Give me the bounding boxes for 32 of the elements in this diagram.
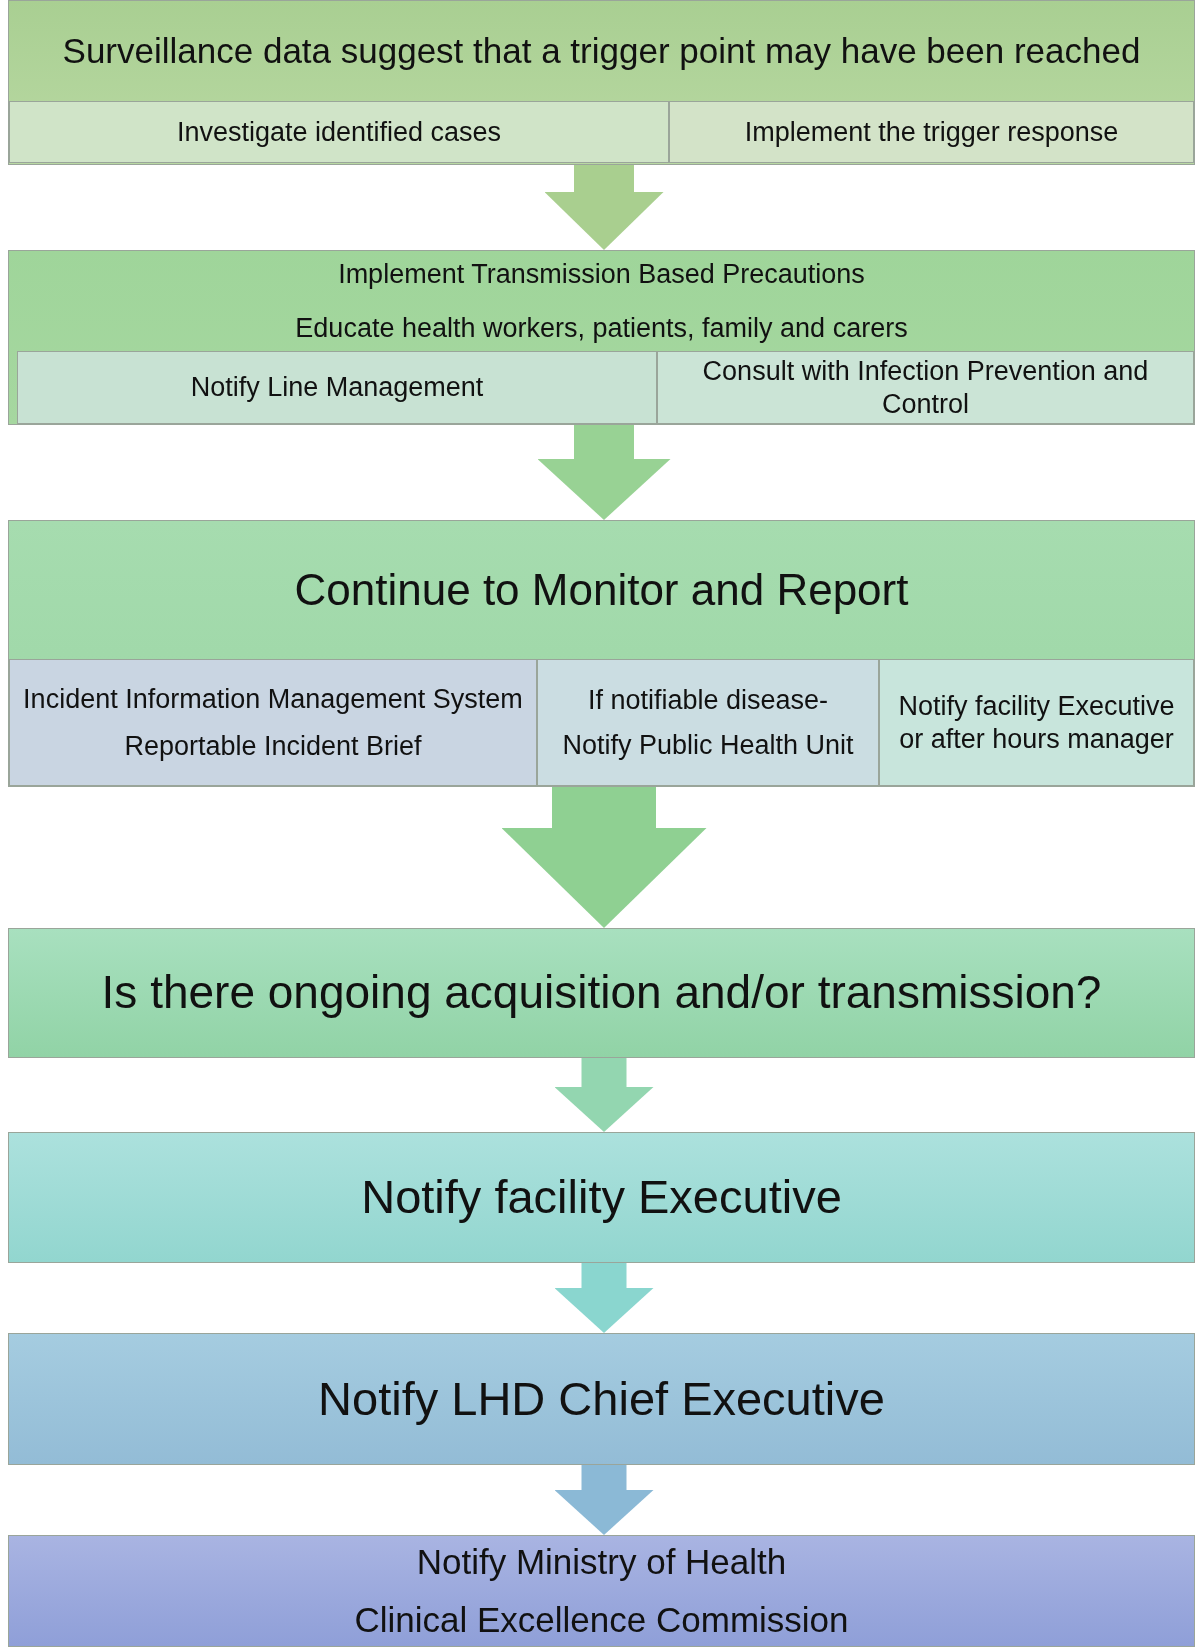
step-box — [8, 1333, 1195, 1465]
action-text: Incident Information Management System — [23, 683, 523, 716]
step-text: Implement Transmission Based Precautions — [338, 257, 865, 290]
action-box — [9, 101, 669, 163]
action-text: Notify facility Executive or after hours manager — [897, 690, 1176, 755]
action-text: Investigate identified cases — [176, 115, 502, 149]
action-box — [669, 101, 1194, 163]
decision-box — [8, 928, 1195, 1058]
step-box — [8, 1132, 1195, 1263]
step-box — [8, 520, 1195, 787]
step-box — [8, 0, 1195, 165]
step-text: Continue to Monitor and Report — [294, 563, 909, 616]
action-text: Reportable Incident Brief — [124, 729, 422, 762]
step-text: Notify LHD Chief Executive — [318, 1370, 885, 1427]
action-text: Notify Line Management — [190, 371, 484, 404]
step-text: Notify facility Executive — [361, 1169, 842, 1226]
action-text: Consult with Infection Prevention and Control — [701, 355, 1150, 420]
step-text: Surveillance data suggest that a trigger point may have been reached — [62, 30, 1141, 72]
action-text: Notify Public Health Unit — [562, 728, 854, 761]
action-text: Implement the trigger response — [744, 115, 1119, 149]
step-text: Is there ongoing acquisition and/or transmission? — [101, 965, 1102, 1021]
step-box — [8, 1535, 1195, 1647]
step-text: Clinical Excellence Commission — [354, 1599, 849, 1641]
action-text: If notifiable disease- — [587, 684, 829, 717]
step-box — [8, 250, 1195, 425]
action-box — [9, 659, 537, 786]
action-box — [17, 351, 657, 424]
action-box — [537, 659, 879, 786]
step-text: Notify Ministry of Health — [416, 1541, 787, 1583]
action-box — [657, 351, 1194, 424]
step-text: Educate health workers, patients, family and carers — [295, 312, 908, 345]
action-box — [879, 659, 1194, 786]
